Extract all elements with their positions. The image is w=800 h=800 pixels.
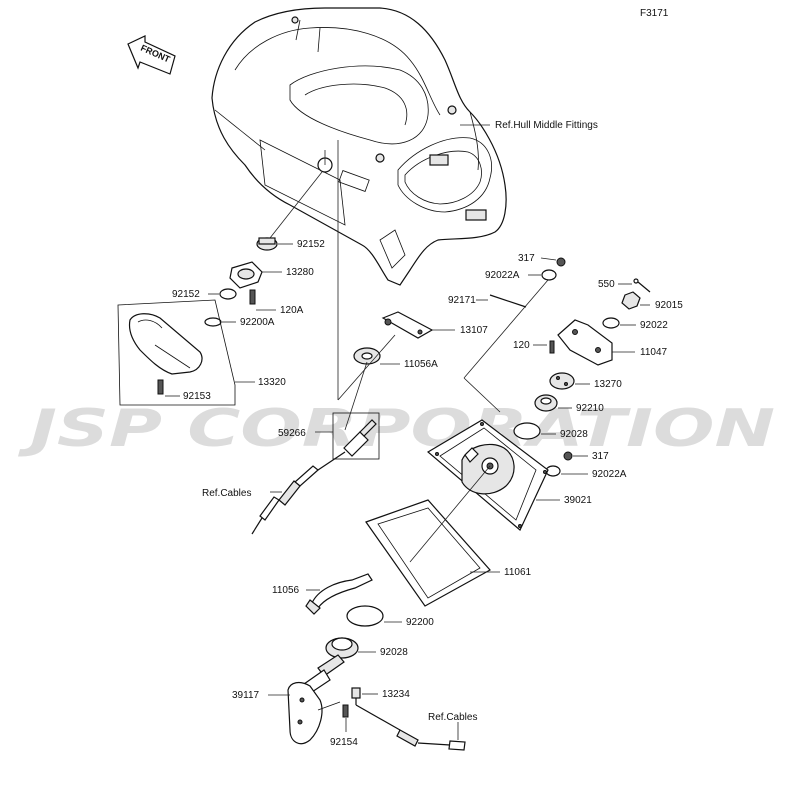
part-92154-bolt (342, 704, 349, 718)
label-92200: 92200 (406, 617, 434, 628)
label-92171: 92171 (448, 295, 476, 306)
part-13107-bracket (381, 311, 434, 339)
part-39021-housing (426, 419, 549, 531)
part-92022a-washer-top (541, 269, 557, 281)
part-92028-washer-top (513, 422, 541, 440)
label-92210: 92210 (576, 403, 604, 414)
part-92152-grommet (256, 237, 278, 251)
part-92015-nut (621, 291, 641, 310)
label-13270: 13270 (594, 379, 622, 390)
label-13320: 13320 (258, 377, 286, 388)
label-13280: 13280 (286, 267, 314, 278)
part-120a-bolt (249, 289, 256, 305)
part-92152-washer (219, 288, 237, 300)
label-92200a: 92200A (240, 317, 275, 328)
part-92200-washer (346, 605, 384, 627)
ref-hull-middle-fittings: Ref.Hull Middle Fittings (495, 120, 598, 131)
hull-illustration (211, 7, 507, 286)
label-92028-lower: 92028 (380, 647, 408, 658)
label-92022a-top: 92022A (485, 270, 520, 281)
label-317-top: 317 (518, 253, 535, 264)
label-39021: 39021 (564, 495, 592, 506)
part-92171-rod (489, 294, 527, 308)
label-11047: 11047 (640, 347, 668, 358)
label-92152-top: 92152 (297, 239, 325, 250)
label-120: 120 (513, 340, 530, 351)
label-120a: 120A (280, 305, 304, 316)
part-11047-bracket (557, 319, 613, 366)
part-120-bolt (549, 340, 555, 354)
part-13270-disc (549, 372, 575, 390)
label-92022: 92022 (640, 320, 668, 331)
part-cable-left (251, 451, 346, 535)
label-550: 550 (598, 279, 615, 290)
part-92022-washer (602, 317, 620, 329)
part-39117-lever (287, 654, 345, 745)
part-92028-bushing-lower (325, 637, 359, 659)
part-13320-group (117, 299, 236, 406)
part-13234-bolt (351, 687, 361, 705)
label-13107: 13107 (460, 325, 488, 336)
ref-cables-bottom: Ref.Cables (428, 712, 477, 723)
part-59266-box (332, 412, 380, 460)
label-11056a: 11056A (404, 359, 438, 370)
label-92152-left: 92152 (172, 289, 200, 300)
label-92022a-lower: 92022A (592, 469, 627, 480)
figure-code: F3171 (640, 8, 669, 19)
part-cable-bottom (355, 704, 466, 751)
part-13280-cap (229, 261, 263, 289)
label-11056: 11056 (272, 585, 300, 596)
front-arrow-icon: FRONT (127, 35, 176, 75)
part-92210-cap (534, 394, 558, 412)
part-317-nut-top (556, 257, 566, 267)
label-92015: 92015 (655, 300, 683, 311)
part-92200a-oring (204, 317, 222, 327)
part-317-nut-lower (563, 451, 573, 461)
label-92153: 92153 (183, 391, 211, 402)
label-59266: 59266 (278, 428, 306, 439)
label-92028-top: 92028 (560, 429, 588, 440)
part-11056-clamp (305, 573, 373, 615)
part-11061-gasket (365, 499, 491, 607)
watermark: JSP CORPORATION (17, 399, 775, 459)
label-39117: 39117 (232, 690, 260, 701)
label-13234: 13234 (382, 689, 410, 700)
label-92154: 92154 (330, 737, 358, 748)
part-550-pin (633, 278, 651, 293)
label-317-lower: 317 (592, 451, 609, 462)
label-11061: 11061 (504, 567, 532, 578)
ref-cables-left: Ref.Cables (202, 488, 251, 499)
